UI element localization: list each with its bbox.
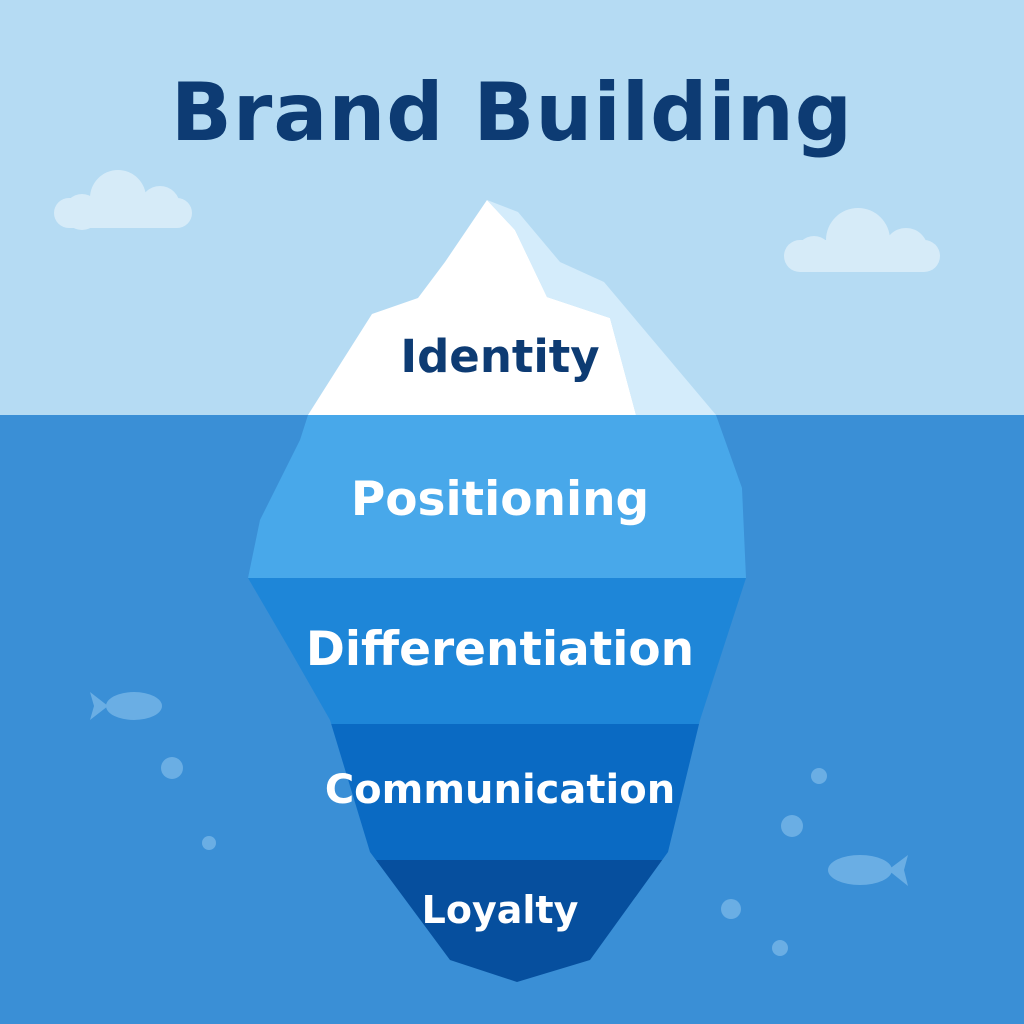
fish-left-icon: [90, 692, 162, 720]
cloud-left-icon: [54, 170, 192, 230]
iceberg-tip: [308, 200, 716, 415]
iceberg-peak-shade: [487, 200, 716, 415]
iceberg-peak: [308, 200, 636, 415]
bubbles: [161, 757, 827, 956]
cloud-right-icon: [784, 208, 940, 272]
band-differentiation: [248, 578, 746, 724]
layer-label-identity: Identity: [400, 330, 600, 383]
fish-right-icon: [828, 855, 908, 886]
layer-label-loyalty: Loyalty: [421, 888, 579, 932]
layer-label-differentiation: Differentiation: [305, 622, 695, 677]
layer-label-positioning: Positioning: [350, 472, 650, 527]
layer-label-communication: Communication: [324, 767, 676, 813]
page-title: Brand Building: [170, 66, 854, 159]
band-positioning: [248, 415, 746, 578]
